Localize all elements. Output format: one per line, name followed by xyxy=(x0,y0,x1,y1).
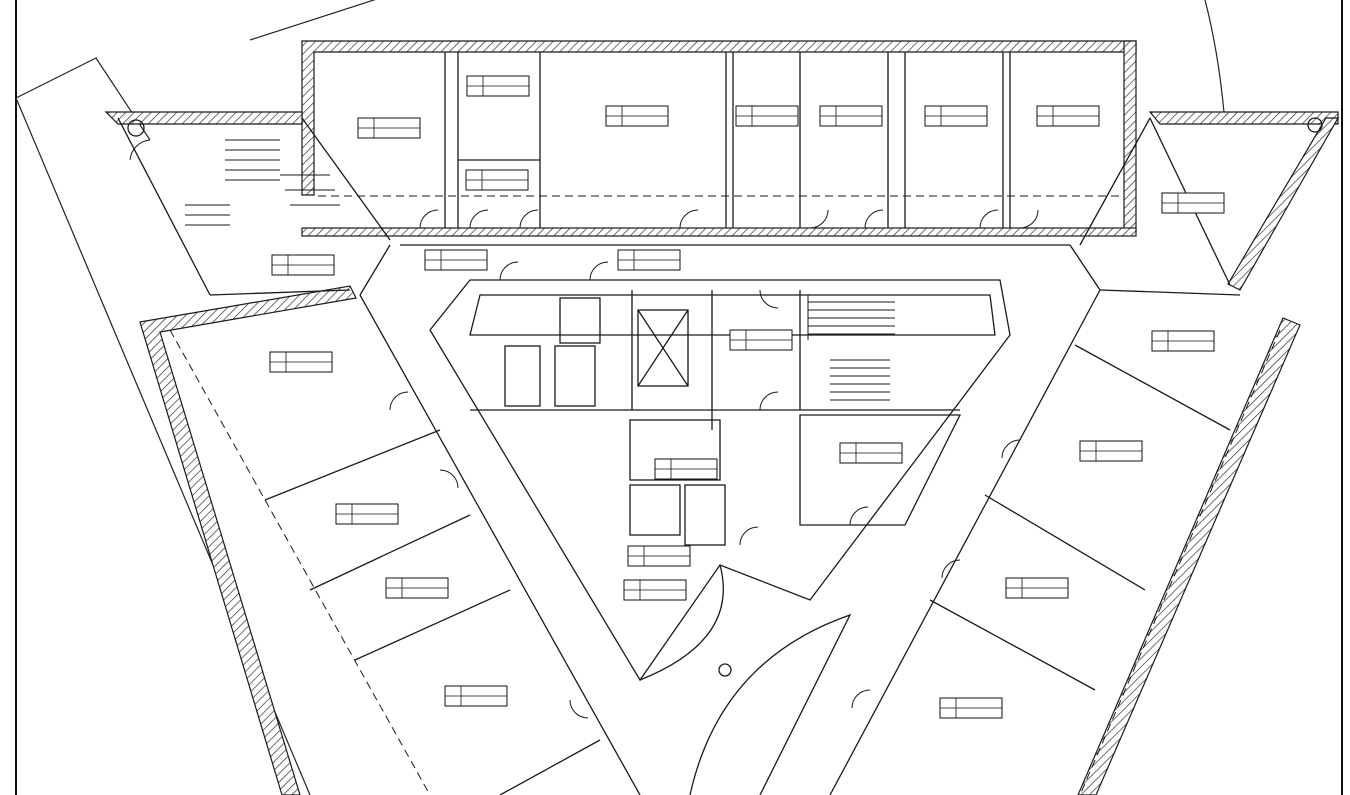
room-tag-room-core-3 xyxy=(627,545,691,567)
room-tag-room-left-2 xyxy=(335,503,399,525)
room-tag-room-right-4 xyxy=(1005,577,1069,599)
room-tag-room-top-2 xyxy=(466,75,530,97)
room-tag-room-corridor-3 xyxy=(271,254,335,276)
room-tag-room-core-5 xyxy=(839,442,903,464)
room-tag-room-right-5 xyxy=(939,697,1003,719)
room-tag-room-left-1 xyxy=(269,351,333,373)
room-tag-room-left-3 xyxy=(385,577,449,599)
room-tag-room-top-7 xyxy=(924,105,988,127)
room-tag-room-top-8 xyxy=(1036,105,1100,127)
room-tag-room-right-2 xyxy=(1151,330,1215,352)
room-tag-room-core-4 xyxy=(623,579,687,601)
room-tag-room-corridor-2 xyxy=(617,249,681,271)
room-tag-room-core-1 xyxy=(729,329,793,351)
room-tag-room-top-1 xyxy=(357,117,421,139)
room-tag-room-corridor-1 xyxy=(424,249,488,271)
room-tag-room-left-4 xyxy=(444,685,508,707)
drawing-frame xyxy=(15,0,1343,795)
room-tag-room-top-4 xyxy=(605,105,669,127)
room-tag-room-right-3 xyxy=(1079,440,1143,462)
exterior-walls xyxy=(104,40,1340,795)
room-tag-room-top-3 xyxy=(465,169,529,191)
room-tag-room-top-6 xyxy=(819,105,883,127)
room-tag-room-top-5 xyxy=(735,105,799,127)
interior-walls xyxy=(117,52,1323,795)
room-tag-room-core-2 xyxy=(654,458,718,480)
room-tag-room-right-1 xyxy=(1161,192,1225,214)
room-tags xyxy=(269,75,1225,719)
